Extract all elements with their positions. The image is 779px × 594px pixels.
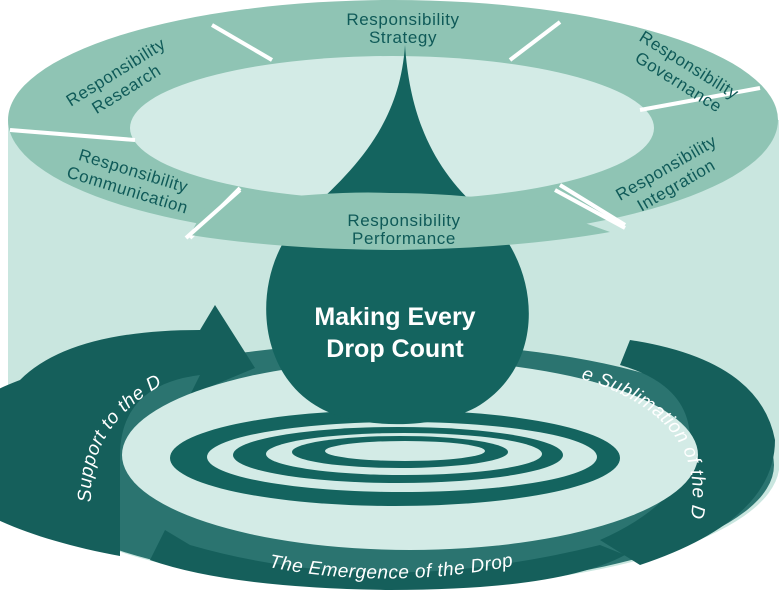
segment-strategy-line2: Strategy [369, 28, 437, 47]
arrow-emergence [150, 530, 625, 590]
ring-front-band [190, 192, 610, 250]
segment-performance-line1: Responsibility [347, 211, 460, 230]
segment-performance: Responsibility Performance [347, 211, 460, 248]
segment-performance-line2: Performance [352, 229, 456, 248]
segment-strategy: Responsibility Strategy [346, 10, 459, 47]
arrow-support [0, 305, 255, 556]
title-line2: Drop Count [326, 335, 464, 363]
ripples [170, 410, 620, 506]
arrow-sublimation [600, 340, 775, 565]
title-line1: Making Every [314, 303, 475, 331]
segment-strategy-line1: Responsibility [346, 10, 459, 29]
